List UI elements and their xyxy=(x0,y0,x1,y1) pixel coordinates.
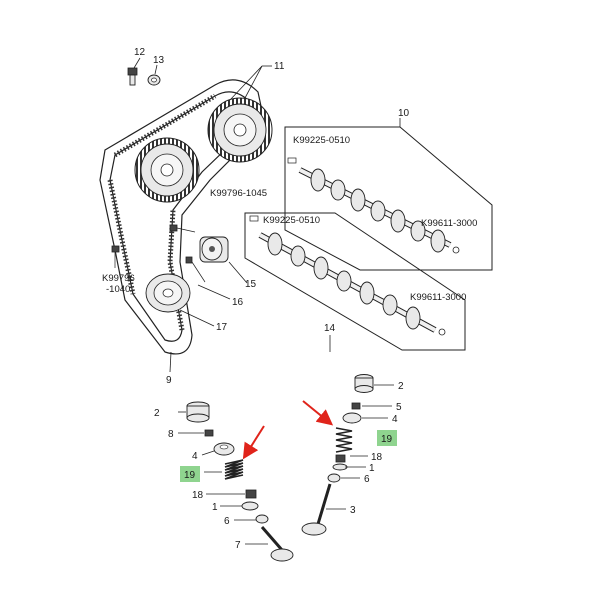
label-6-right: 6 xyxy=(364,474,370,485)
shim-8-left xyxy=(204,429,214,437)
stem-seal-18-right xyxy=(335,454,346,463)
label-10: 10 xyxy=(398,108,410,119)
label-k99611-3000-lower: K99611-3000 xyxy=(410,292,466,303)
label-5-right: 5 xyxy=(396,402,402,413)
spring-19-left xyxy=(224,459,244,480)
tensioner-15 xyxy=(199,236,229,263)
label-1-left: 1 xyxy=(212,502,218,513)
label-k99225-0510-lower: K99225-0510 xyxy=(263,215,320,226)
label-3-right: 3 xyxy=(350,505,356,516)
label-18-right: 18 xyxy=(371,452,383,463)
label-15: 15 xyxy=(245,279,257,290)
retainer-4-left xyxy=(213,442,235,456)
bolt-k99796-1040 xyxy=(111,245,120,268)
label-1040: -1040 xyxy=(106,284,130,295)
crank-pulley-17 xyxy=(145,273,191,313)
label-13: 13 xyxy=(153,55,165,66)
stem-seal-18-left xyxy=(245,489,257,499)
label-8-left: 8 xyxy=(168,429,174,440)
label-14: 14 xyxy=(324,323,336,334)
valve-assembly-left xyxy=(186,401,294,562)
highlight-19-left xyxy=(180,466,200,482)
label-19-right: 19 xyxy=(381,434,393,445)
label-7-left: 7 xyxy=(235,540,241,551)
bolt-12 xyxy=(127,67,138,86)
arrow-left xyxy=(242,425,265,460)
retainer-4-right xyxy=(342,412,362,424)
lifter-2-right xyxy=(354,374,374,393)
label-18-left: 18 xyxy=(192,490,204,501)
lifter-2-left xyxy=(186,401,210,423)
highlight-19-right xyxy=(377,430,397,446)
label-k99796: K99796 xyxy=(102,273,135,284)
label-12: 12 xyxy=(134,47,146,58)
camshaft-10 xyxy=(287,157,460,254)
guide-6-left xyxy=(255,514,269,524)
camshaft-box-10 xyxy=(284,118,493,271)
label-2-right: 2 xyxy=(398,381,404,392)
spring-19-right xyxy=(335,427,353,453)
cam-sprocket-upper xyxy=(207,97,273,163)
label-11: 11 xyxy=(274,61,285,72)
label-2-left: 2 xyxy=(154,408,160,419)
label-4-left: 4 xyxy=(192,451,198,462)
label-4-right: 4 xyxy=(392,414,398,425)
camshaft-box-14 xyxy=(244,212,466,352)
guide-6-right xyxy=(327,473,341,483)
arrow-right xyxy=(302,400,334,426)
label-6-left: 6 xyxy=(224,516,230,527)
valve-7-left xyxy=(260,526,294,562)
spring-seat-1-left xyxy=(241,501,259,511)
valve-3-right xyxy=(301,483,332,536)
camshaft-14 xyxy=(249,215,446,336)
washer-13 xyxy=(147,74,161,86)
stud-bolt xyxy=(169,224,196,233)
label-17: 17 xyxy=(216,322,228,333)
valve-assembly-right xyxy=(301,374,374,536)
bolt-16 xyxy=(185,256,206,283)
spring-seat-1-right xyxy=(332,463,348,471)
label-1-right: 1 xyxy=(369,463,375,474)
timing-belt-9 xyxy=(99,79,266,355)
label-k99796-1045: K99796-1045 xyxy=(210,188,267,199)
label-19-left: 19 xyxy=(184,470,196,481)
cam-sprocket-lower xyxy=(134,137,200,203)
label-9: 9 xyxy=(166,375,172,386)
label-k99225-0510-top: K99225-0510 xyxy=(293,135,350,146)
label-k99611-3000-top: K99611-3000 xyxy=(421,218,477,229)
shim-5-right xyxy=(351,402,361,410)
label-16: 16 xyxy=(232,297,244,308)
